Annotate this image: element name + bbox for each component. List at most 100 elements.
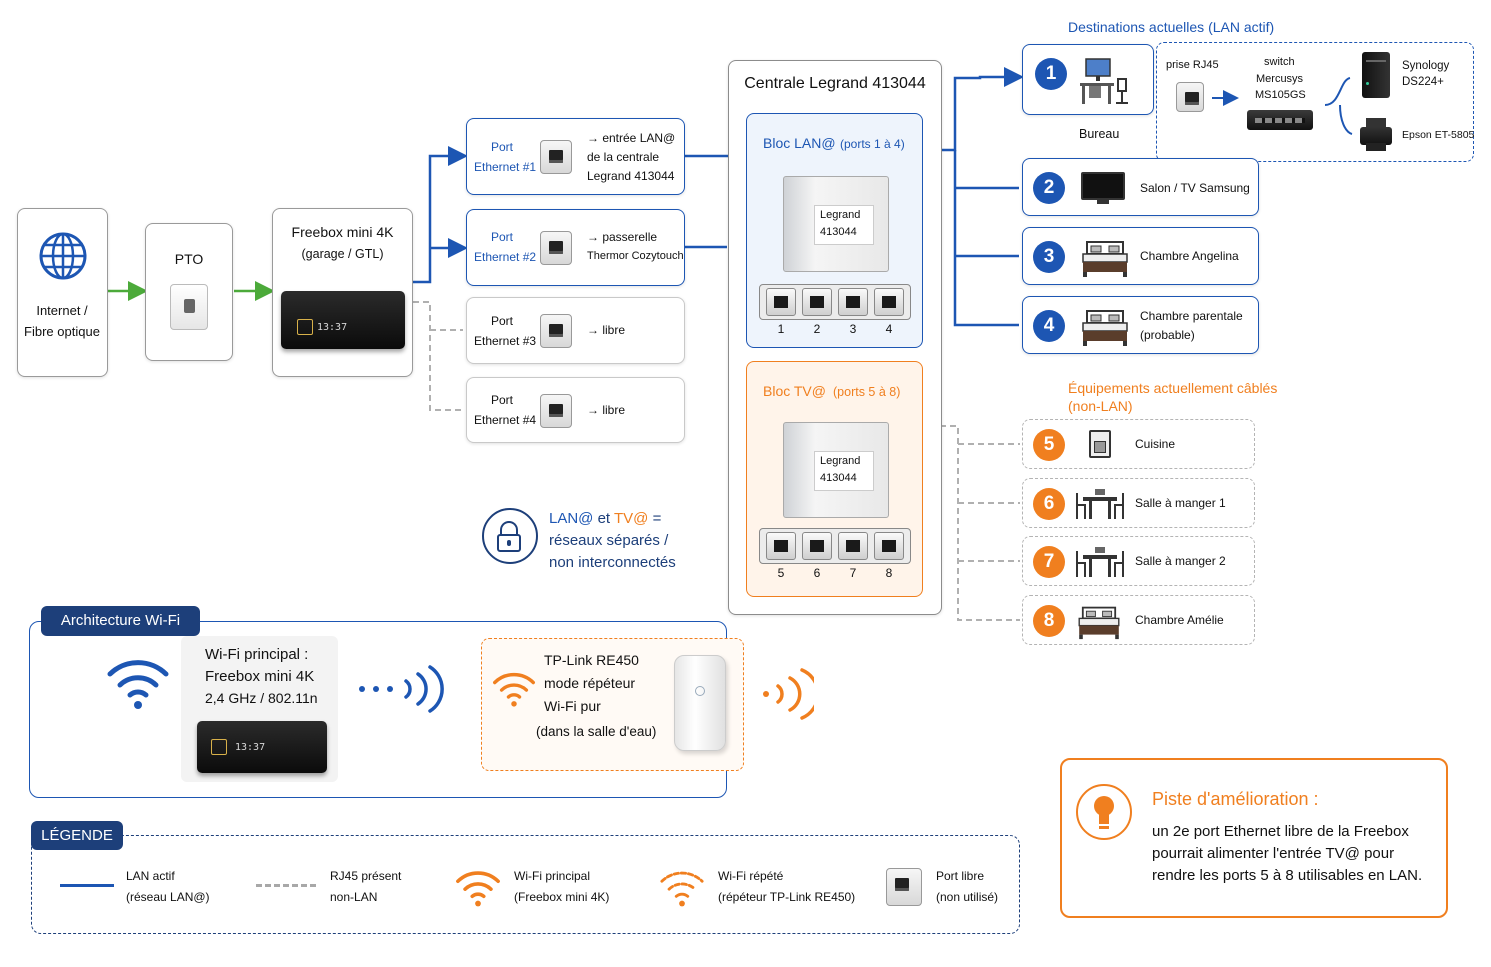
nas-label: Synology: [1402, 60, 1450, 72]
bed-icon: [1078, 606, 1120, 640]
dest-number: 4: [1033, 310, 1065, 342]
device-label: 413044: [820, 472, 857, 484]
tv-port-number: 5: [777, 566, 785, 580]
link-freebox-port1: [413, 146, 468, 284]
wifi-main-legend-icon: [456, 871, 500, 907]
equipements-subtitle: (non-LAN): [1068, 398, 1133, 414]
rj45-free-port-icon: [886, 868, 922, 906]
port1-desc: de la centrale: [587, 150, 660, 164]
nas-icon: [1362, 52, 1390, 98]
legend-lan-sublabel: (réseau LAN@): [126, 890, 210, 904]
dest-3-label: Chambre Angelina: [1140, 249, 1239, 263]
destination-2: 2 Salon / TV Samsung: [1022, 158, 1259, 216]
port1-desc: Legrand 413044: [587, 169, 675, 183]
bloc-lan-title: Bloc LAN@: [763, 135, 836, 151]
freebox-clock: 13:37: [317, 322, 348, 333]
port1-line2: Ethernet #1: [474, 160, 537, 174]
printer-icon: [1360, 118, 1392, 152]
equip-number: 8: [1033, 605, 1065, 637]
tv-port-icon: [838, 532, 868, 560]
equipement-8: 8 Chambre Amélie: [1022, 595, 1255, 645]
destination-3: 3 Chambre Angelina: [1022, 227, 1259, 285]
legend-lan-label: LAN actif: [126, 869, 175, 883]
dining-table-icon: [1076, 489, 1124, 519]
bloc-tv-ports: (ports 5 à 8): [833, 385, 901, 399]
separation-line2: réseaux séparés /: [549, 532, 669, 549]
wifi-repeated-legend-icon: [660, 871, 704, 907]
amelioration-line3: rendre les ports 5 à 8 utilisables en LA…: [1152, 867, 1423, 884]
device-label: 413044: [820, 226, 857, 238]
bloc-tv: Bloc TV@ (ports 5 à 8) Legrand 413044 5 …: [746, 361, 923, 597]
destination-1: 1: [1022, 44, 1154, 115]
centrale-title: Centrale Legrand 413044: [744, 75, 926, 92]
legrand-device-icon: Legrand 413044: [783, 176, 889, 272]
globe-icon: [39, 232, 87, 280]
wifi-repeated-icon: [493, 672, 535, 707]
port3-line1: Port: [491, 314, 514, 328]
dest-number: 1: [1035, 58, 1067, 90]
equip-number: 7: [1033, 546, 1065, 578]
lock-icon: [482, 508, 538, 564]
equals-sign: =: [648, 510, 662, 527]
equip-8-label: Chambre Amélie: [1135, 613, 1224, 627]
legend-free-sublabel: (non utilisé): [936, 890, 999, 904]
freebox-subtitle: (garage / GTL): [301, 247, 384, 261]
tv-port-number: 7: [849, 566, 857, 580]
rj45-wall-icon: [1176, 82, 1204, 112]
freebox-card: Freebox mini 4K (garage / GTL) 13:37: [272, 208, 413, 377]
amelioration-line2: pourrait alimenter l'entrée TV@ pour: [1152, 845, 1395, 862]
legend-wifi-sublabel: (Freebox mini 4K): [514, 890, 610, 904]
bloc-tv-title: Bloc TV@: [763, 383, 826, 399]
repeater-line2: mode répéteur: [544, 675, 636, 691]
lan-port-icon: [874, 288, 904, 316]
internet-label: Internet /: [36, 303, 88, 318]
switch-label: switch: [1264, 56, 1295, 68]
equip-7-label: Salle à manger 2: [1135, 554, 1226, 568]
link-switch-devices: [1324, 77, 1353, 135]
port4-desc: → libre: [587, 403, 626, 417]
freebox-device-icon: 13:37: [281, 291, 405, 349]
equipement-5: 5 Cuisine: [1022, 419, 1255, 469]
port1-line1: Port: [491, 140, 514, 154]
equip-number: 5: [1033, 429, 1065, 461]
legend-title: LÉGENDE: [31, 821, 123, 850]
equip-number: 6: [1033, 488, 1065, 520]
wifi-main-line3: 2,4 GHz / 802.11n: [205, 690, 318, 706]
wifi-section-title: Architecture Wi-Fi: [41, 606, 200, 636]
bed-icon: [1082, 241, 1128, 277]
dest-2-label: Salon / TV Samsung: [1140, 181, 1250, 195]
legend-section: [31, 835, 1020, 934]
oven-icon: [1089, 430, 1111, 458]
port4-line1: Port: [491, 393, 514, 407]
tv-port-icon: [766, 532, 796, 560]
separation-line1: LAN@ et TV@ =: [549, 509, 661, 528]
pto-socket-icon: [170, 284, 208, 330]
freebox-port-3: Port Ethernet #3 → libre: [466, 297, 685, 364]
port2-desc: Thermor Cozytouch: [587, 250, 684, 262]
rj45-port-icon: [540, 394, 572, 428]
equipement-6: 6 Salle à manger 1: [1022, 478, 1255, 528]
tv-port-number: 6: [813, 566, 821, 580]
legend-nonlan-sublabel: non-LAN: [330, 890, 378, 904]
freebox-clock: 13:37: [235, 742, 266, 753]
wifi-main-line1: Wi-Fi principal :: [205, 646, 309, 663]
legrand-device-icon: Legrand 413044: [783, 422, 889, 518]
wifi-main-card: Wi-Fi principal : Freebox mini 4K 2,4 GH…: [181, 636, 338, 782]
switch-brand: Mercusys: [1256, 73, 1304, 85]
pto-card: PTO: [145, 223, 233, 361]
link-lan-trunk: [953, 150, 1019, 327]
wifi-repeater-card: TP-Link RE450 mode répéteur Wi-Fi pur (d…: [481, 638, 744, 771]
tv-port-icon: [874, 532, 904, 560]
dest-number: 2: [1033, 172, 1065, 204]
tv-stand: [1097, 200, 1109, 204]
wifi-repeated-signal-icon: [763, 668, 814, 720]
amelioration-card: Piste d'amélioration : un 2e port Ethern…: [1060, 758, 1448, 918]
freebox-port-1: Port Ethernet #1 → entrée LAN@ de la cen…: [466, 118, 685, 195]
dest-4-label: Chambre parentale: [1140, 309, 1243, 323]
legend-nonlan-label: RJ45 présent: [330, 869, 402, 883]
rj45-port-icon: [540, 314, 572, 348]
port2-line1: Port: [491, 230, 514, 244]
freebox-port-2: Port Ethernet #2 → passerelle Thermor Co…: [466, 209, 685, 286]
et-word: et: [593, 510, 614, 527]
repeater-line3: Wi-Fi pur: [544, 698, 601, 714]
